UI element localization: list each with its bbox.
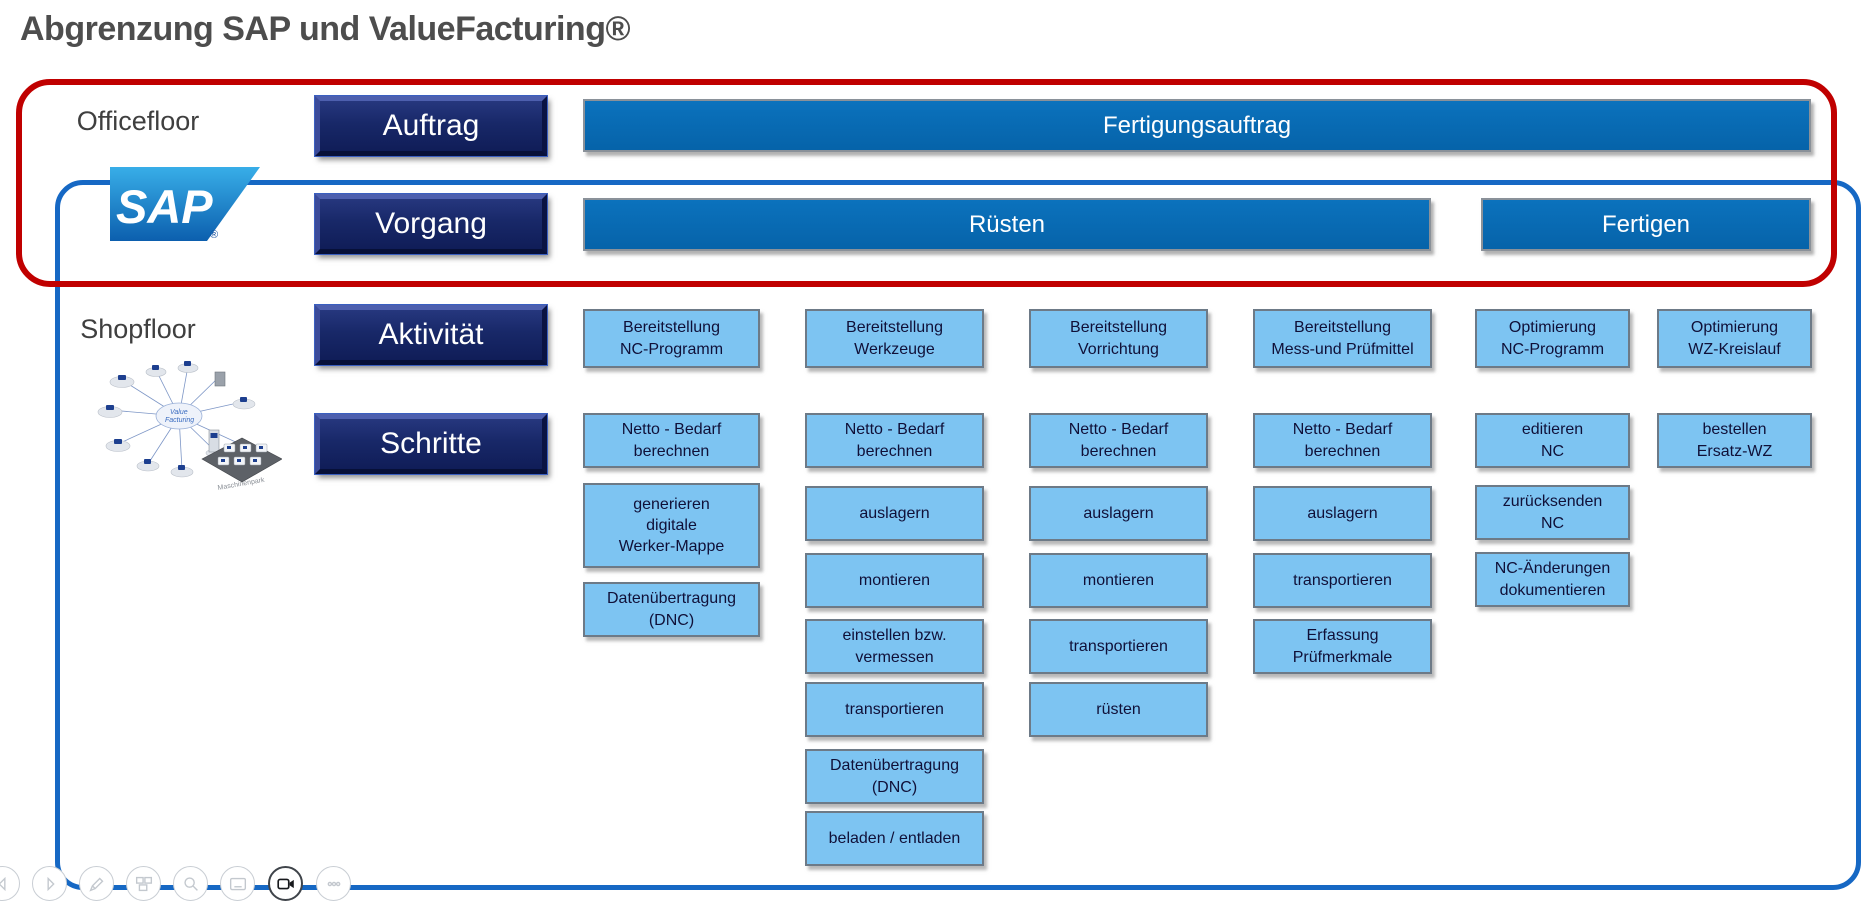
- step-box: beladen / entladen: [805, 811, 984, 866]
- all-slides-icon: [135, 876, 152, 891]
- step-box: Erfassung Prüfmerkmale: [1253, 619, 1432, 674]
- next-slide-button[interactable]: [32, 866, 67, 901]
- bar-fertigen: Fertigen: [1481, 198, 1811, 251]
- step-box: rüsten: [1029, 682, 1208, 737]
- step-box: Datenübertragung (DNC): [583, 582, 760, 637]
- activity-box: Bereitstellung Mess-und Prüfmittel: [1253, 309, 1432, 368]
- more-options-button[interactable]: [316, 866, 351, 901]
- activity-box: Optimierung WZ-Kreislauf: [1657, 309, 1812, 368]
- display-button[interactable]: [220, 866, 255, 901]
- network-hub: Value Facturing: [155, 402, 203, 430]
- sap-scope-frame: [16, 79, 1837, 287]
- zoom-button[interactable]: [173, 866, 208, 901]
- level-button-vorgang: Vorgang: [315, 194, 547, 254]
- level-button-auftrag: Auftrag: [315, 96, 547, 156]
- previous-slide-button[interactable]: [0, 866, 20, 901]
- activity-box: Optimierung NC-Programm: [1475, 309, 1630, 368]
- step-box: editieren NC: [1475, 413, 1630, 468]
- level-button-aktivitaet: Aktivität: [315, 305, 547, 365]
- step-box: generieren digitale Werker-Mappe: [583, 483, 760, 568]
- step-box: Netto - Bedarf berechnen: [583, 413, 760, 468]
- activity-box: Bereitstellung Werkzeuge: [805, 309, 984, 368]
- step-box: montieren: [805, 553, 984, 608]
- sap-logo-text: SAP: [116, 180, 213, 233]
- sap-logo-r: ®: [210, 229, 218, 241]
- display-icon: [229, 877, 246, 890]
- pen-icon: [88, 877, 103, 892]
- slide-title: Abgrenzung SAP und ValueFacturing®: [20, 10, 631, 48]
- camera-button[interactable]: [268, 866, 303, 901]
- step-box: montieren: [1029, 553, 1208, 608]
- step-box: Netto - Bedarf berechnen: [1029, 413, 1208, 468]
- next-slide-icon: [46, 876, 55, 891]
- step-box: transportieren: [1029, 619, 1208, 674]
- step-box: transportieren: [1253, 553, 1432, 608]
- bar-fertigungsauftrag: Fertigungsauftrag: [583, 99, 1811, 152]
- step-box: bestellen Ersatz-WZ: [1657, 413, 1812, 468]
- more-options-icon: [327, 881, 340, 886]
- pen-button[interactable]: [79, 866, 114, 901]
- server-cabinet: [214, 371, 226, 387]
- zoom-icon: [183, 876, 198, 891]
- step-box: transportieren: [805, 682, 984, 737]
- all-slides-button[interactable]: [126, 866, 161, 901]
- step-box: NC-Änderungen dokumentieren: [1475, 552, 1630, 607]
- hub-label-line2: Facturing: [165, 417, 194, 424]
- officefloor-label: Officefloor: [76, 106, 200, 136]
- step-box: Netto - Bedarf berechnen: [805, 413, 984, 468]
- previous-slide-icon: [0, 876, 6, 891]
- valuefacturing-scope-frame: [55, 180, 1861, 890]
- step-box: auslagern: [1029, 486, 1208, 541]
- sap-logo-shape: [110, 167, 260, 241]
- machine-station: [208, 429, 220, 453]
- shopfloor-network-illustration: Maschinenpark Value Facturing: [97, 361, 282, 492]
- level-button-schritte: Schritte: [315, 414, 547, 474]
- step-box: zurücksenden NC: [1475, 485, 1630, 540]
- sap-logo: SAP ®: [110, 167, 260, 241]
- activity-box: Bereitstellung Vorrichtung: [1029, 309, 1208, 368]
- activity-box: Bereitstellung NC-Programm: [583, 309, 760, 368]
- step-box: auslagern: [1253, 486, 1432, 541]
- network-spokes: [109, 365, 243, 471]
- step-box: einstellen bzw. vermessen: [805, 619, 984, 674]
- bar-ruesten: Rüsten: [583, 198, 1431, 251]
- camera-icon: [276, 878, 294, 889]
- shopfloor-label: Shopfloor: [80, 314, 196, 344]
- step-box: auslagern: [805, 486, 984, 541]
- hub-label-line1: Value: [170, 409, 188, 416]
- step-box: Datenübertragung (DNC): [805, 749, 984, 804]
- step-box: Netto - Bedarf berechnen: [1253, 413, 1432, 468]
